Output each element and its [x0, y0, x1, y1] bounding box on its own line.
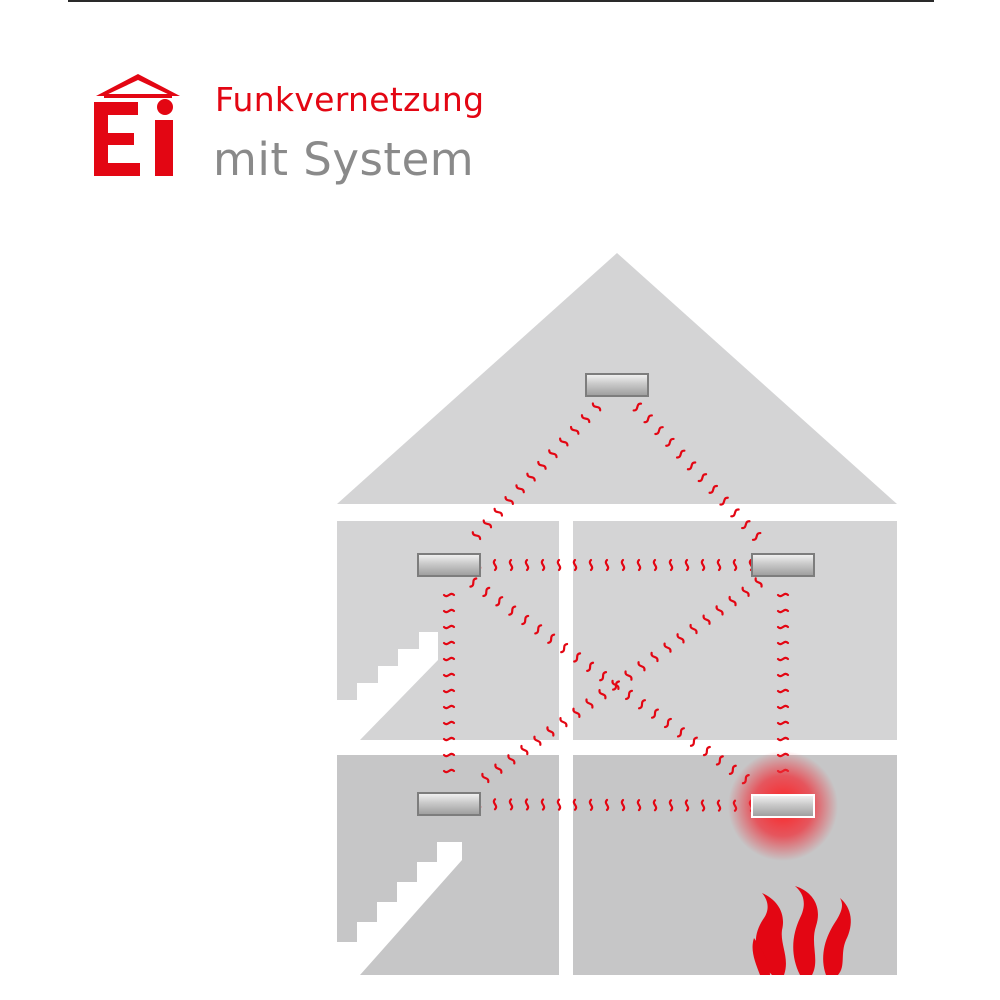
- link-attic-upper-left: [471, 402, 602, 541]
- upper-stairs: [337, 632, 438, 740]
- link-upper-left-ground-left: [442, 592, 456, 774]
- ei-logo: [94, 74, 180, 176]
- tagline-secondary: mit System: [213, 133, 475, 186]
- link-ground-left-ground-right: [476, 798, 754, 812]
- top-divider: [68, 0, 934, 2]
- smoke-detector-ground-left: [417, 792, 481, 816]
- tagline-primary: Funkvernetzung: [215, 80, 485, 119]
- smoke-detector-attic: [585, 373, 649, 397]
- smoke-detector-upper-left: [417, 553, 481, 577]
- ground-stairs: [337, 842, 462, 975]
- link-attic-upper-right: [632, 402, 762, 541]
- link-upper-left-ground-right: [469, 577, 750, 785]
- smoke-detector-ground-right: [751, 794, 815, 818]
- wireless-network-links: [442, 402, 790, 812]
- smoke-detector-upper-right: [751, 553, 815, 577]
- link-upper-right-ground-left: [481, 577, 763, 784]
- upper-right-room: [573, 521, 897, 740]
- smoke-detectors: [417, 373, 815, 818]
- flame-icon: [752, 886, 851, 975]
- link-upper-left-upper-right: [476, 558, 754, 572]
